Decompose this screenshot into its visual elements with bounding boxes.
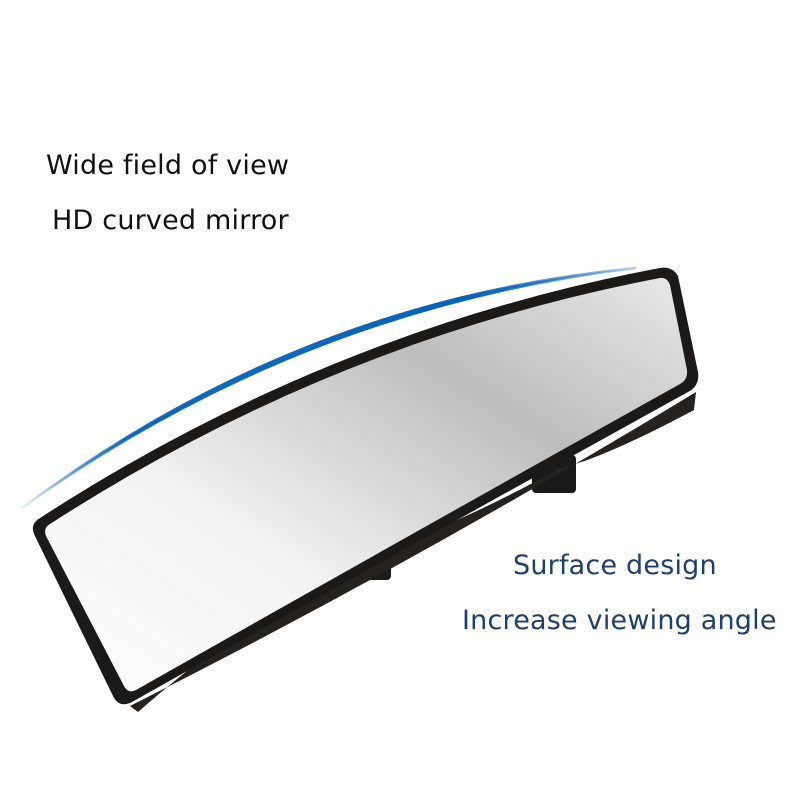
mirror-glass <box>45 277 688 692</box>
caption-surface-design: Surface design <box>513 550 717 581</box>
caption-increase-viewing-angle: Increase viewing angle <box>462 605 777 636</box>
mirror-back-rim <box>130 392 696 712</box>
caption-wide-field-of-view: Wide field of view <box>46 150 290 181</box>
caption-hd-curved-mirror: HD curved mirror <box>52 205 289 236</box>
blue-arc <box>21 266 637 509</box>
